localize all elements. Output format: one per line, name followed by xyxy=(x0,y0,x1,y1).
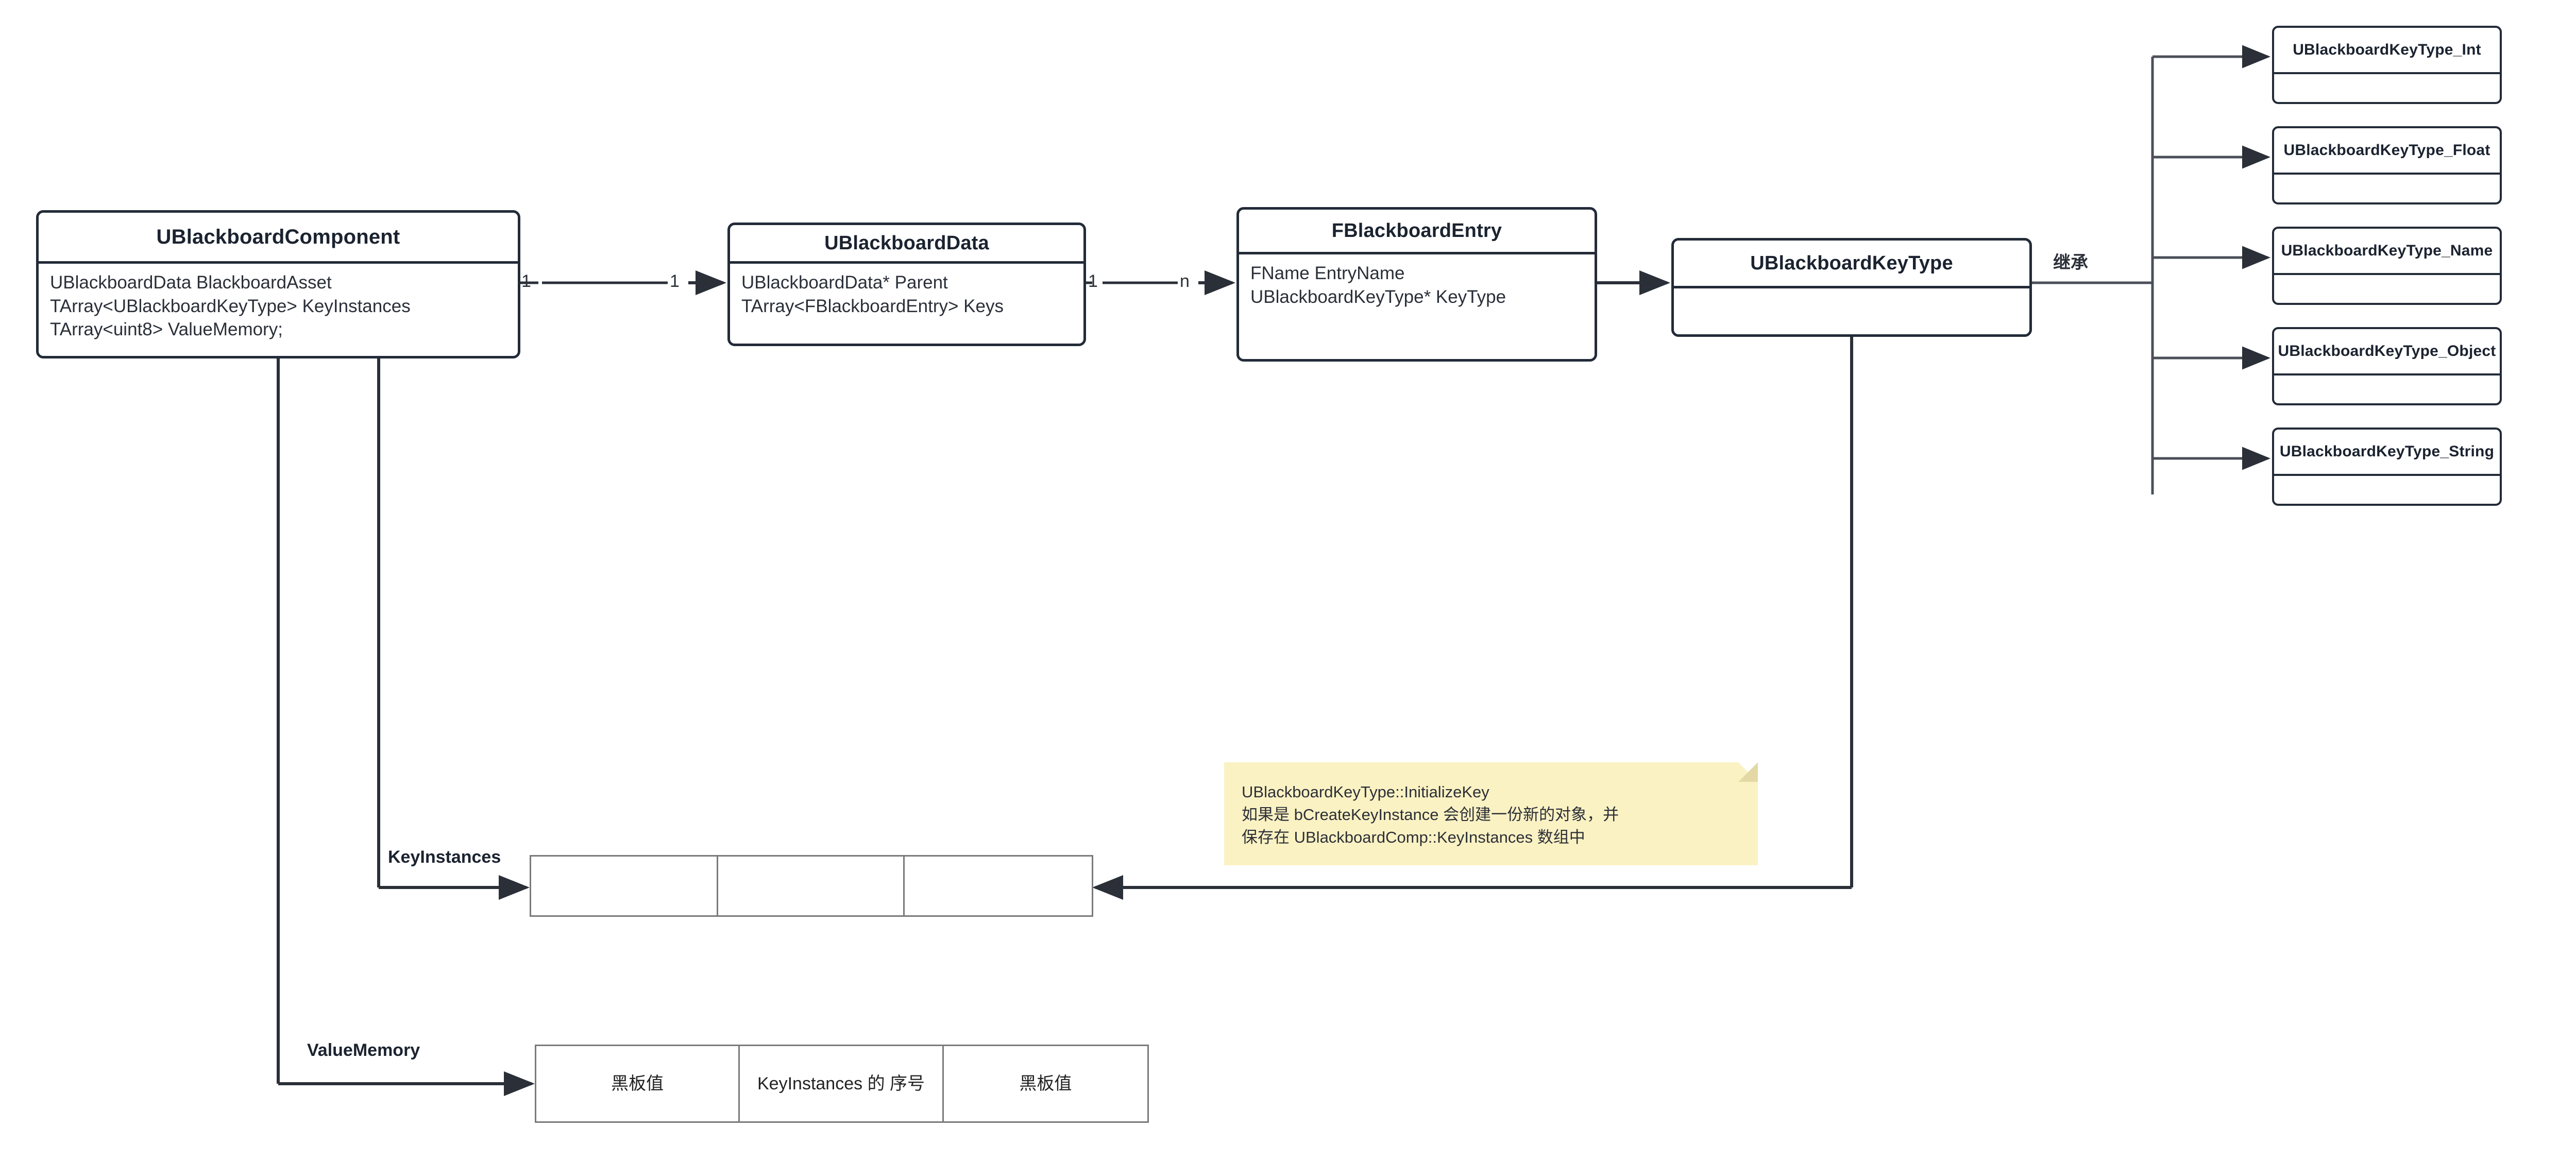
class-divider xyxy=(2274,173,2500,175)
class-box-ublackboardkeytype-string[interactable]: UBlackboardKeyType_String xyxy=(2272,428,2502,506)
class-attributes xyxy=(2274,275,2500,303)
edge-multiplicity-component: 1 xyxy=(521,271,531,291)
class-attributes xyxy=(2274,476,2500,504)
class-attribute: TArray<uint8> ValueMemory; xyxy=(50,319,283,339)
class-divider xyxy=(730,261,1083,264)
class-title: UBlackboardComponent xyxy=(156,225,400,248)
edge-multiplicity-entry-in: n xyxy=(1180,271,1190,291)
array-cell xyxy=(905,857,1092,915)
class-divider xyxy=(1239,252,1595,254)
class-box-ublackboardkeytype-name[interactable]: UBlackboardKeyType_Name xyxy=(2272,227,2502,305)
note-text: UBlackboardKeyType::InitializeKey 如果是 bC… xyxy=(1242,783,1619,847)
class-attributes xyxy=(2274,74,2500,102)
class-divider xyxy=(1674,286,2029,288)
class-attribute: UBlackboardData* Parent xyxy=(741,272,948,293)
class-attribute: FName EntryName xyxy=(1250,263,1405,283)
class-divider xyxy=(2274,474,2500,476)
array-cell: 黑板值 xyxy=(536,1046,740,1121)
array-cell xyxy=(531,857,718,915)
class-box-ublackboardkeytype-float[interactable]: UBlackboardKeyType_Float xyxy=(2272,126,2502,204)
array-label-keyinstances: KeyInstances xyxy=(388,847,501,867)
class-title: UBlackboardData xyxy=(824,232,989,254)
edge-component-to-valuememory xyxy=(277,358,535,1096)
class-box-ublackboarddata[interactable]: UBlackboardData UBlackboardData* Parent … xyxy=(727,223,1086,346)
sticky-note: UBlackboardKeyType::InitializeKey 如果是 bC… xyxy=(1224,762,1758,865)
class-attributes: UBlackboardData BlackboardAsset TArray<U… xyxy=(39,264,518,356)
array-table-valuememory: 黑板值 KeyInstances 的 序号 黑板值 xyxy=(535,1045,1149,1123)
array-cell: KeyInstances 的 序号 xyxy=(740,1046,944,1121)
edge-multiplicity-data-in: 1 xyxy=(670,271,680,291)
edge-component-to-keyinstances xyxy=(377,358,530,900)
class-title: UBlackboardKeyType xyxy=(1750,252,1953,274)
edge-multiplicity-data-out: 1 xyxy=(1088,271,1098,291)
class-box-ublackboardcomponent[interactable]: UBlackboardComponent UBlackboardData Bla… xyxy=(36,210,520,358)
class-title: UBlackboardKeyType_Float xyxy=(2283,142,2490,159)
class-attributes: FName EntryName UBlackboardKeyType* KeyT… xyxy=(1239,254,1595,359)
class-title: UBlackboardKeyType_Int xyxy=(2293,41,2481,58)
class-box-ublackboardkeytype[interactable]: UBlackboardKeyType xyxy=(1671,238,2032,337)
array-cell: 黑板值 xyxy=(1019,1073,1072,1093)
edge-label-inheritance: 继承 xyxy=(2053,253,2088,272)
edge-inheritance-tree xyxy=(2032,45,2270,494)
class-title: FBlackboardEntry xyxy=(1331,219,1502,242)
class-box-ublackboardkeytype-object[interactable]: UBlackboardKeyType_Object xyxy=(2272,327,2502,405)
class-divider xyxy=(2274,72,2500,74)
class-attribute: UBlackboardData BlackboardAsset xyxy=(50,272,332,293)
array-label-valuememory: ValueMemory xyxy=(307,1040,420,1060)
class-title: UBlackboardKeyType_Name xyxy=(2281,242,2493,259)
class-title: UBlackboardKeyType_Object xyxy=(2278,343,2496,360)
class-title: UBlackboardKeyType_String xyxy=(2279,443,2495,460)
class-attribute: TArray<FBlackboardEntry> Keys xyxy=(741,296,1004,316)
array-cell xyxy=(718,857,905,915)
class-attribute: UBlackboardKeyType* KeyType xyxy=(1250,286,1506,307)
class-attributes xyxy=(2274,175,2500,202)
class-attributes: UBlackboardData* Parent TArray<FBlackboa… xyxy=(730,264,1083,344)
class-attributes xyxy=(1674,288,2029,334)
class-box-fblackboardentry[interactable]: FBlackboardEntry FName EntryName UBlackb… xyxy=(1236,207,1597,362)
class-attributes xyxy=(2274,375,2500,403)
array-table-keyinstances xyxy=(530,855,1093,917)
class-divider xyxy=(2274,273,2500,275)
note-fold-shade-icon xyxy=(1738,762,1758,782)
class-attribute: TArray<UBlackboardKeyType> KeyInstances xyxy=(50,296,411,316)
class-divider xyxy=(39,261,518,264)
class-divider xyxy=(2274,373,2500,375)
class-box-ublackboardkeytype-int[interactable]: UBlackboardKeyType_Int xyxy=(2272,26,2502,104)
